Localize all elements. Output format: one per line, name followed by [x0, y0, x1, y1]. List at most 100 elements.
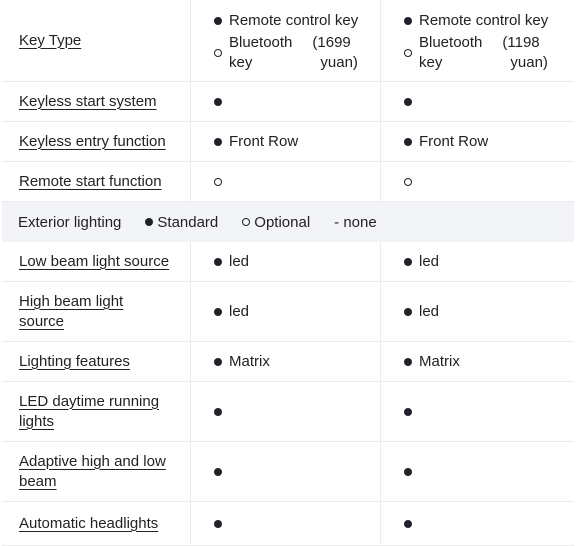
row-label-cell: High beam light source: [2, 282, 191, 341]
label-line-2: beam: [19, 472, 57, 490]
row-automatic-headlights: Automatic headlights: [2, 502, 574, 546]
standard-value: Matrix: [404, 353, 460, 370]
value-cell-col1: [191, 162, 381, 201]
value-cell-col2: led: [381, 282, 571, 341]
standard-value: Matrix: [214, 353, 270, 370]
value-cell-col1: Matrix: [191, 342, 381, 381]
value-text: Matrix: [229, 353, 270, 370]
value-cell-col1: [191, 382, 381, 441]
value-text: led: [419, 253, 440, 270]
row-lighting-features: Lighting features Matrix Matrix: [2, 342, 574, 382]
value-cell-col2: [381, 162, 571, 201]
label-line-1: High beam light: [19, 292, 124, 310]
row-label-cell: Low beam light source: [2, 242, 191, 281]
standard-dot-icon: [214, 519, 222, 528]
row-label-cell: LED daytime running lights: [2, 382, 191, 441]
label-line-2: lights: [19, 412, 55, 430]
bluetooth-word: Bluetooth: [229, 33, 293, 51]
value-cell-col2: [381, 502, 571, 545]
standard-dot-icon: [404, 467, 412, 476]
legend-none-label: - none: [334, 213, 377, 231]
value-text: Front Row: [419, 133, 489, 150]
standard-dot-icon: [404, 407, 412, 416]
optional-circle-icon: [404, 177, 412, 186]
value-text: led: [229, 303, 250, 320]
standard-dot-icon: [404, 16, 412, 25]
value-cell-col2: Remote control key Bluetooth (1198 key y…: [381, 0, 571, 81]
option-text: Remote control key: [419, 12, 549, 29]
legend-optional: Optional: [242, 214, 310, 231]
value-text: Front Row: [229, 133, 299, 150]
option-optional: Bluetooth (1198 key yuan): [404, 33, 548, 73]
bluetooth-price: (1198: [502, 33, 540, 51]
keyless-entry-link[interactable]: Keyless entry function: [19, 132, 166, 150]
keyless-start-link[interactable]: Keyless start system: [19, 92, 157, 110]
drl-link[interactable]: LED daytime running lights: [19, 392, 159, 432]
standard-dot-icon: [404, 97, 412, 106]
section-title: Exterior lighting: [18, 213, 122, 231]
option-list: Remote control key Bluetooth (1198 key y…: [404, 9, 548, 73]
value-text: led: [229, 253, 250, 270]
bluetooth-price-unit: yuan): [510, 53, 548, 71]
value-cell-col1: Remote control key Bluetooth (1699 key y…: [191, 0, 381, 81]
value-cell-col1: [191, 502, 381, 545]
standard-dot-icon: [214, 16, 222, 25]
legend-standard: Standard: [145, 214, 218, 231]
high-beam-link[interactable]: High beam light source: [19, 292, 123, 332]
row-low-beam: Low beam light source led led: [2, 242, 574, 282]
value-text: Matrix: [419, 353, 460, 370]
standard-dot-icon: [214, 407, 222, 416]
standard-dot-icon: [404, 137, 412, 146]
legend-optional-label: Optional: [254, 213, 311, 231]
adaptive-beam-link[interactable]: Adaptive high and low beam: [19, 452, 166, 492]
row-daytime-running-lights: LED daytime running lights: [2, 382, 574, 442]
value-text: led: [419, 303, 440, 320]
standard-dot-icon: [214, 257, 222, 266]
value-cell-col1: led: [191, 282, 381, 341]
option-standard: Remote control key: [214, 9, 358, 33]
standard-value: led: [404, 253, 439, 270]
row-keyless-entry: Keyless entry function Front Row Front R…: [2, 122, 574, 162]
row-label-cell: Keyless entry function: [2, 122, 191, 161]
row-key-type: Key Type Remote control key Bluetooth (1…: [2, 0, 574, 82]
standard-dot-icon: [214, 97, 222, 106]
legend-standard-label: Standard: [157, 213, 219, 231]
standard-dot-icon: [214, 467, 222, 476]
low-beam-link[interactable]: Low beam light source: [19, 252, 170, 270]
optional-circle-icon: [214, 177, 222, 186]
optional-circle-icon: [242, 218, 251, 226]
row-label-cell: Key Type: [2, 0, 191, 81]
lighting-features-link[interactable]: Lighting features: [19, 352, 130, 370]
standard-dot-icon: [404, 519, 412, 528]
option-list: Remote control key Bluetooth (1699 key y…: [214, 9, 358, 73]
automatic-headlights-link[interactable]: Automatic headlights: [19, 514, 159, 532]
row-keyless-start: Keyless start system: [2, 82, 574, 122]
row-remote-start: Remote start function: [2, 162, 574, 202]
option-standard: Remote control key: [404, 9, 548, 33]
row-label-cell: Remote start function: [2, 162, 191, 201]
label-line-1: LED daytime running: [19, 392, 160, 410]
remote-start-link[interactable]: Remote start function: [19, 172, 162, 190]
spec-table: Key Type Remote control key Bluetooth (1…: [2, 0, 574, 546]
bluetooth-price: (1699: [312, 33, 351, 51]
row-adaptive-beam: Adaptive high and low beam: [2, 442, 574, 502]
key-type-link[interactable]: Key Type: [19, 31, 82, 49]
bluetooth-key-text: Bluetooth (1699 key yuan): [229, 33, 358, 73]
bluetooth-word: Bluetooth: [419, 33, 483, 51]
row-label-cell: Keyless start system: [2, 82, 191, 121]
standard-dot-icon: [214, 307, 222, 316]
legend-none: - none: [334, 214, 377, 231]
optional-circle-icon: [404, 48, 412, 57]
bluetooth-key-word: key: [419, 53, 443, 71]
value-cell-col2: led: [381, 242, 571, 281]
bluetooth-key-word: key: [229, 53, 253, 71]
value-cell-col1: Front Row: [191, 122, 381, 161]
standard-value: Front Row: [214, 133, 298, 150]
standard-value: led: [214, 303, 249, 320]
optional-circle-icon: [214, 48, 222, 57]
value-cell-col2: Front Row: [381, 122, 571, 161]
value-cell-col1: [191, 82, 381, 121]
standard-dot-icon: [214, 357, 222, 366]
label-line-1: Adaptive high and low: [19, 452, 166, 470]
row-label-cell: Automatic headlights: [2, 502, 191, 545]
